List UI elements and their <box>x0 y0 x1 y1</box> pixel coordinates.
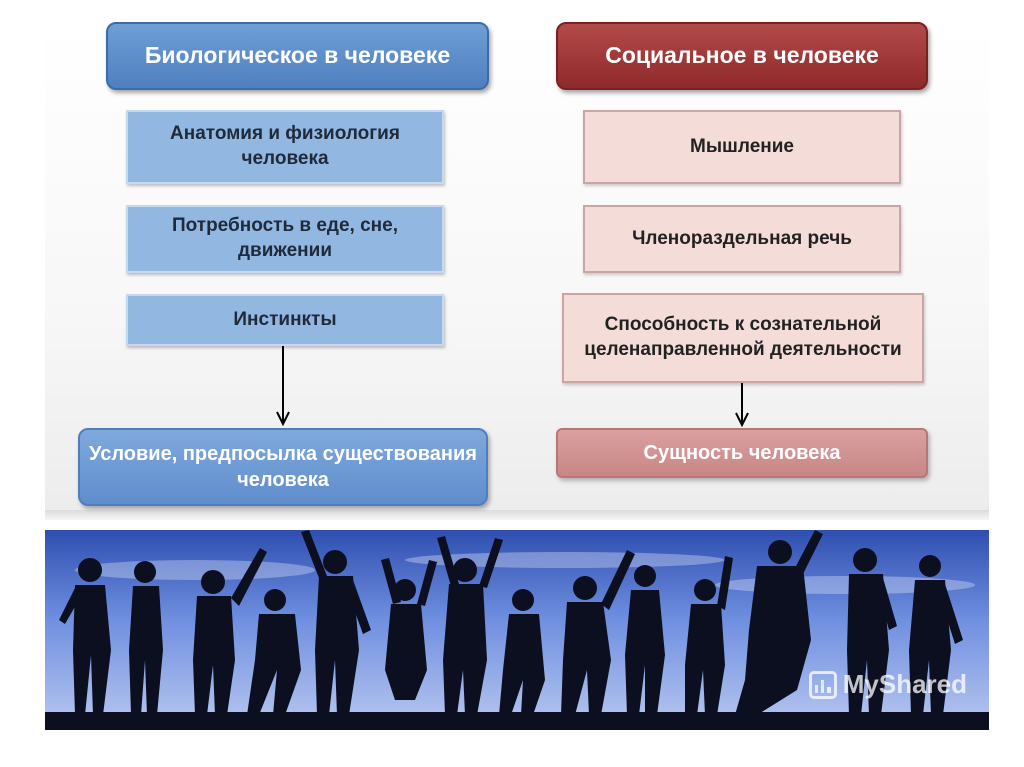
biological-item-anatomy: Анатомия и физиология человека <box>126 110 444 184</box>
watermark-text: MyShared <box>843 669 967 700</box>
biological-item-needs: Потребность в еде, сне, движении <box>126 205 444 273</box>
biological-result: Условие, предпосылка существования челов… <box>78 428 488 506</box>
biological-arrow <box>275 346 291 426</box>
biological-header: Биологическое в человеке <box>106 22 489 90</box>
social-item-speech: Членораздельная речь <box>583 205 901 273</box>
silhouette-photo: MyShared <box>45 530 989 730</box>
social-result: Сущность человека <box>556 428 928 478</box>
social-arrow <box>734 383 750 427</box>
social-item-thinking: Мышление <box>583 110 901 184</box>
watermark: MyShared <box>809 669 967 700</box>
social-header: Социальное в человеке <box>556 22 928 90</box>
social-item-activity: Способность к сознательной целенаправлен… <box>562 293 924 383</box>
chart-icon <box>809 671 837 699</box>
slide-edge <box>45 510 989 520</box>
biological-item-instincts: Инстинкты <box>126 294 444 346</box>
